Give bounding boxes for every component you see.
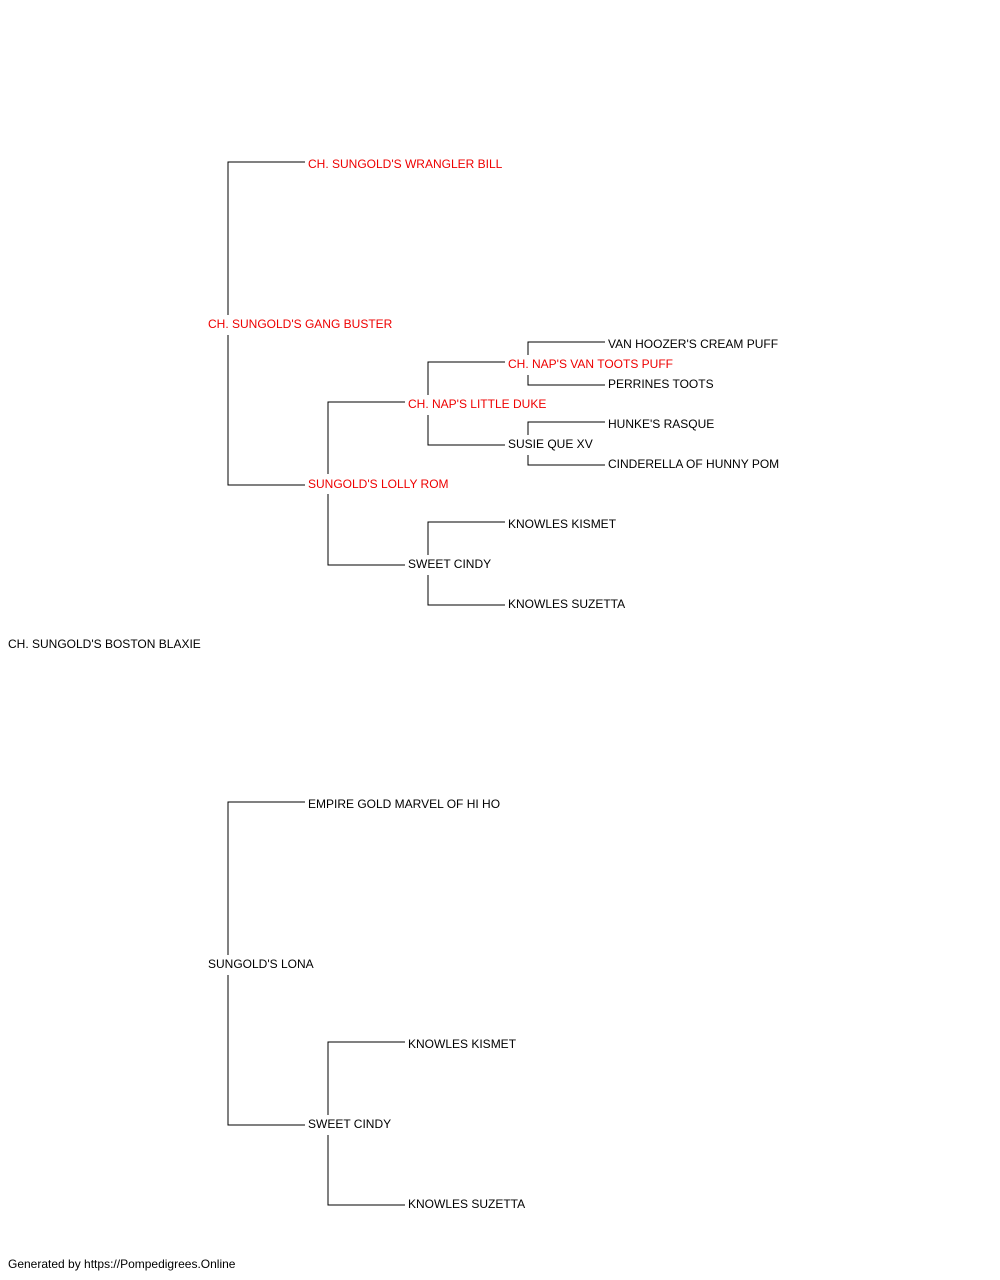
connector-susie-que [527, 421, 605, 466]
connector-lona [227, 801, 305, 1126]
sire-dam-sire-sire-dam-name: PERRINES TOOTS [608, 377, 714, 391]
dam-dam-sire-name: KNOWLES KISMET [408, 1037, 517, 1051]
sire-dam-sire-dam-name: SUSIE QUE XV [508, 437, 593, 451]
sire-dam-dam-dam-name: KNOWLES SUZETTA [508, 597, 626, 611]
sire-name: CH. SUNGOLD'S GANG BUSTER [208, 317, 393, 331]
sire-dam-dam-name: SWEET CINDY [408, 557, 492, 571]
dam-dam-name: SWEET CINDY [308, 1117, 392, 1131]
sire-sire-name: CH. SUNGOLD'S WRANGLER BILL [308, 157, 503, 171]
sire-dam-sire-dam-sire-name: HUNKE'S RASQUE [608, 417, 715, 431]
sire-dam-dam-sire-name: KNOWLES KISMET [508, 517, 617, 531]
sire-dam-sire-name: CH. NAP'S LITTLE DUKE [408, 397, 547, 411]
dam-dam-dam-name: KNOWLES SUZETTA [408, 1197, 526, 1211]
connector-little-duke [427, 361, 505, 446]
connector-van-toots-puff [527, 341, 605, 386]
subject-name: CH. SUNGOLD'S BOSTON BLAXIE [8, 637, 201, 651]
connector-gang-buster [227, 161, 305, 486]
connector-sweet-cindy-dam-side [327, 1041, 405, 1206]
connector-lolly-rom [327, 401, 405, 566]
dam-name: SUNGOLD'S LONA [208, 957, 314, 971]
sire-dam-sire-dam-dam-name: CINDERELLA OF HUNNY POM [608, 457, 780, 471]
sire-dam-name: SUNGOLD'S LOLLY ROM [308, 477, 449, 491]
sire-dam-sire-sire-name: CH. NAP'S VAN TOOTS PUFF [508, 357, 673, 371]
dam-sire-name: EMPIRE GOLD MARVEL OF HI HO [308, 797, 501, 811]
footer-credit: Generated by https://Pompedigrees.Online [8, 1257, 236, 1271]
connector-sweet-cindy-sire-side [427, 521, 505, 606]
sire-dam-sire-sire-sire-name: VAN HOOZER'S CREAM PUFF [608, 337, 779, 351]
